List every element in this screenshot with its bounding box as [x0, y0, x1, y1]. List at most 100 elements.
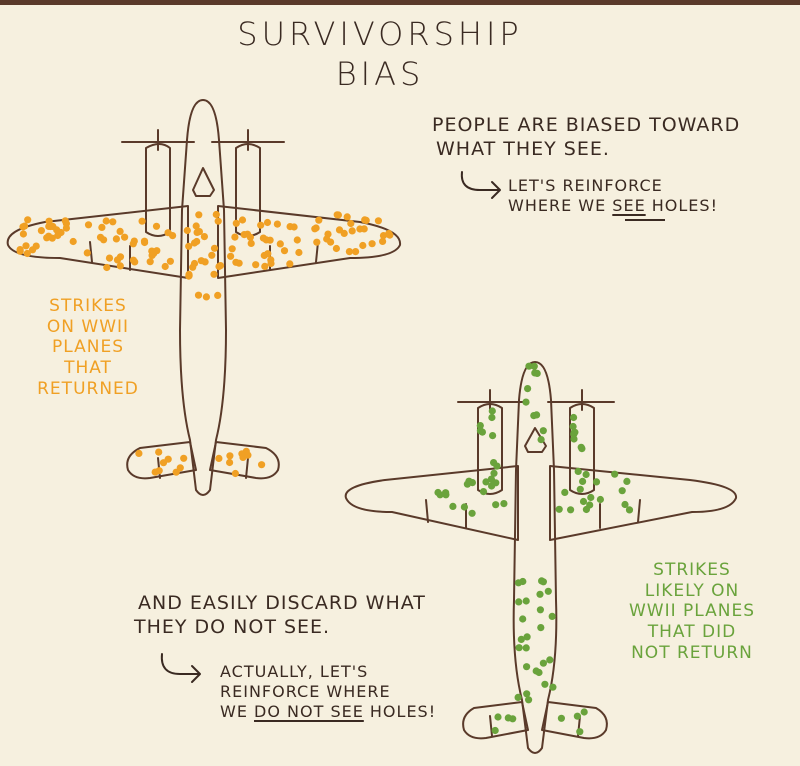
orange-strike-dot	[112, 235, 120, 243]
orange-strike-dot	[28, 246, 37, 254]
orange-strike-dot	[247, 239, 255, 247]
lost-label-line: Strikes	[653, 560, 731, 580]
lost-plane-wing-right	[549, 465, 737, 541]
lost-label-line: that did	[647, 622, 737, 643]
bottom-note: And easily discard what they do not see.	[134, 592, 426, 640]
green-strike-dot	[525, 362, 533, 370]
returned-label-line: that	[64, 358, 112, 379]
green-strike-dot	[436, 491, 444, 499]
orange-strike-dot	[166, 257, 174, 265]
top-subnote-see: see	[612, 196, 646, 215]
green-strike-dot	[570, 428, 578, 436]
orange-strike-dot	[348, 227, 356, 235]
orange-strike-dot	[240, 231, 248, 239]
green-strike-dot	[533, 369, 541, 377]
lost-plane-wing	[344, 465, 519, 541]
green-strike-dot	[577, 443, 585, 451]
returned-plane-tail	[126, 441, 197, 480]
green-strike-dot	[442, 489, 450, 497]
green-strike-dot	[523, 663, 531, 671]
green-strike-dot	[478, 428, 486, 436]
green-strike-dot	[570, 413, 578, 422]
bottom-subnote-line3: we do not see holes!	[220, 702, 436, 722]
orange-strike-dot	[185, 242, 193, 250]
green-strike-dot	[482, 478, 490, 486]
orange-strike-dot	[379, 232, 388, 240]
orange-strike-dot	[263, 218, 272, 227]
orange-strike-dot	[62, 224, 70, 232]
orange-strike-dot	[131, 258, 139, 266]
orange-strike-dot	[252, 261, 260, 269]
green-strike-dot	[570, 435, 578, 443]
green-strike-dot	[488, 413, 496, 422]
orange-strike-dot	[266, 236, 274, 244]
returned-plane-strikes	[16, 210, 394, 478]
green-strike-dot	[494, 713, 502, 721]
green-strike-dot	[539, 659, 548, 667]
orange-strike-dot	[374, 217, 382, 225]
returned-label-line: Strikes	[49, 296, 127, 316]
orange-strike-dot	[96, 233, 105, 241]
orange-strike-dot	[214, 217, 222, 225]
orange-strike-dot	[334, 211, 342, 219]
green-strike-dot	[567, 506, 575, 514]
lost-plane-engine-right	[569, 403, 595, 495]
top-arrow-icon	[460, 171, 501, 199]
green-strike-dot	[587, 493, 595, 502]
orange-strike-dot	[105, 254, 114, 262]
orange-strike-dot	[200, 233, 208, 241]
top-subnote: Let's reinforce where we see holes!	[508, 176, 718, 216]
orange-strike-dot	[202, 293, 210, 301]
green-strike-dot	[515, 598, 523, 606]
orange-strike-dot	[212, 210, 220, 219]
orange-strike-dot	[293, 236, 301, 244]
lost-plane-tail	[462, 701, 529, 740]
green-strike-dot	[468, 509, 476, 517]
orange-strike-dot	[121, 233, 129, 241]
orange-strike-dot	[21, 222, 29, 230]
orange-strike-dot	[84, 221, 93, 229]
lost-strikes-label: Strikes likely on WWII planes that did n…	[612, 560, 772, 664]
orange-strike-dot	[195, 211, 203, 219]
bottom-subnote-line1: Actually, let's	[220, 662, 369, 681]
green-strike-dot	[536, 590, 544, 598]
green-strike-dot	[489, 432, 497, 440]
green-strike-dot	[523, 633, 531, 641]
orange-strike-dot	[238, 216, 247, 224]
top-subnote-line2: where we see holes!	[508, 196, 718, 216]
lost-plane	[344, 361, 737, 754]
top-note-line1: People are biased toward	[432, 114, 741, 136]
returned-label-line: returned	[37, 378, 139, 399]
green-strike-dot	[522, 597, 530, 605]
green-strike-dot	[449, 502, 457, 510]
top-note-line2: what they see.	[436, 137, 610, 160]
returned-plane-wing	[6, 205, 189, 279]
green-strike-dot	[519, 615, 527, 623]
green-strike-dot	[522, 644, 530, 652]
green-strike-dot	[460, 503, 468, 511]
orange-strike-dot	[215, 454, 223, 462]
top-border	[0, 0, 800, 5]
green-strike-dot	[576, 728, 584, 736]
orange-strike-dot	[214, 291, 222, 299]
orange-strike-dot	[276, 240, 284, 248]
orange-strike-dot	[183, 226, 191, 235]
orange-strike-dot	[43, 234, 51, 242]
orange-strike-dot	[345, 248, 353, 256]
returned-label-line: on WWII	[46, 316, 130, 337]
orange-strike-dot	[332, 244, 340, 253]
orange-strike-dot	[23, 249, 31, 258]
green-strike-dot	[618, 487, 626, 495]
orange-strike-dot	[246, 233, 254, 241]
bottom-arrow-icon	[160, 653, 201, 683]
orange-strike-dot	[258, 461, 266, 469]
top-subnote-line1: Let's reinforce	[508, 176, 663, 195]
orange-strike-dot	[164, 229, 172, 237]
orange-strike-dot	[347, 219, 355, 228]
green-strike-dot	[548, 612, 556, 621]
orange-strike-dot	[340, 229, 348, 237]
returned-plane-cockpit	[192, 167, 215, 197]
orange-strike-dot	[359, 241, 367, 250]
orange-strike-dot	[201, 258, 209, 266]
